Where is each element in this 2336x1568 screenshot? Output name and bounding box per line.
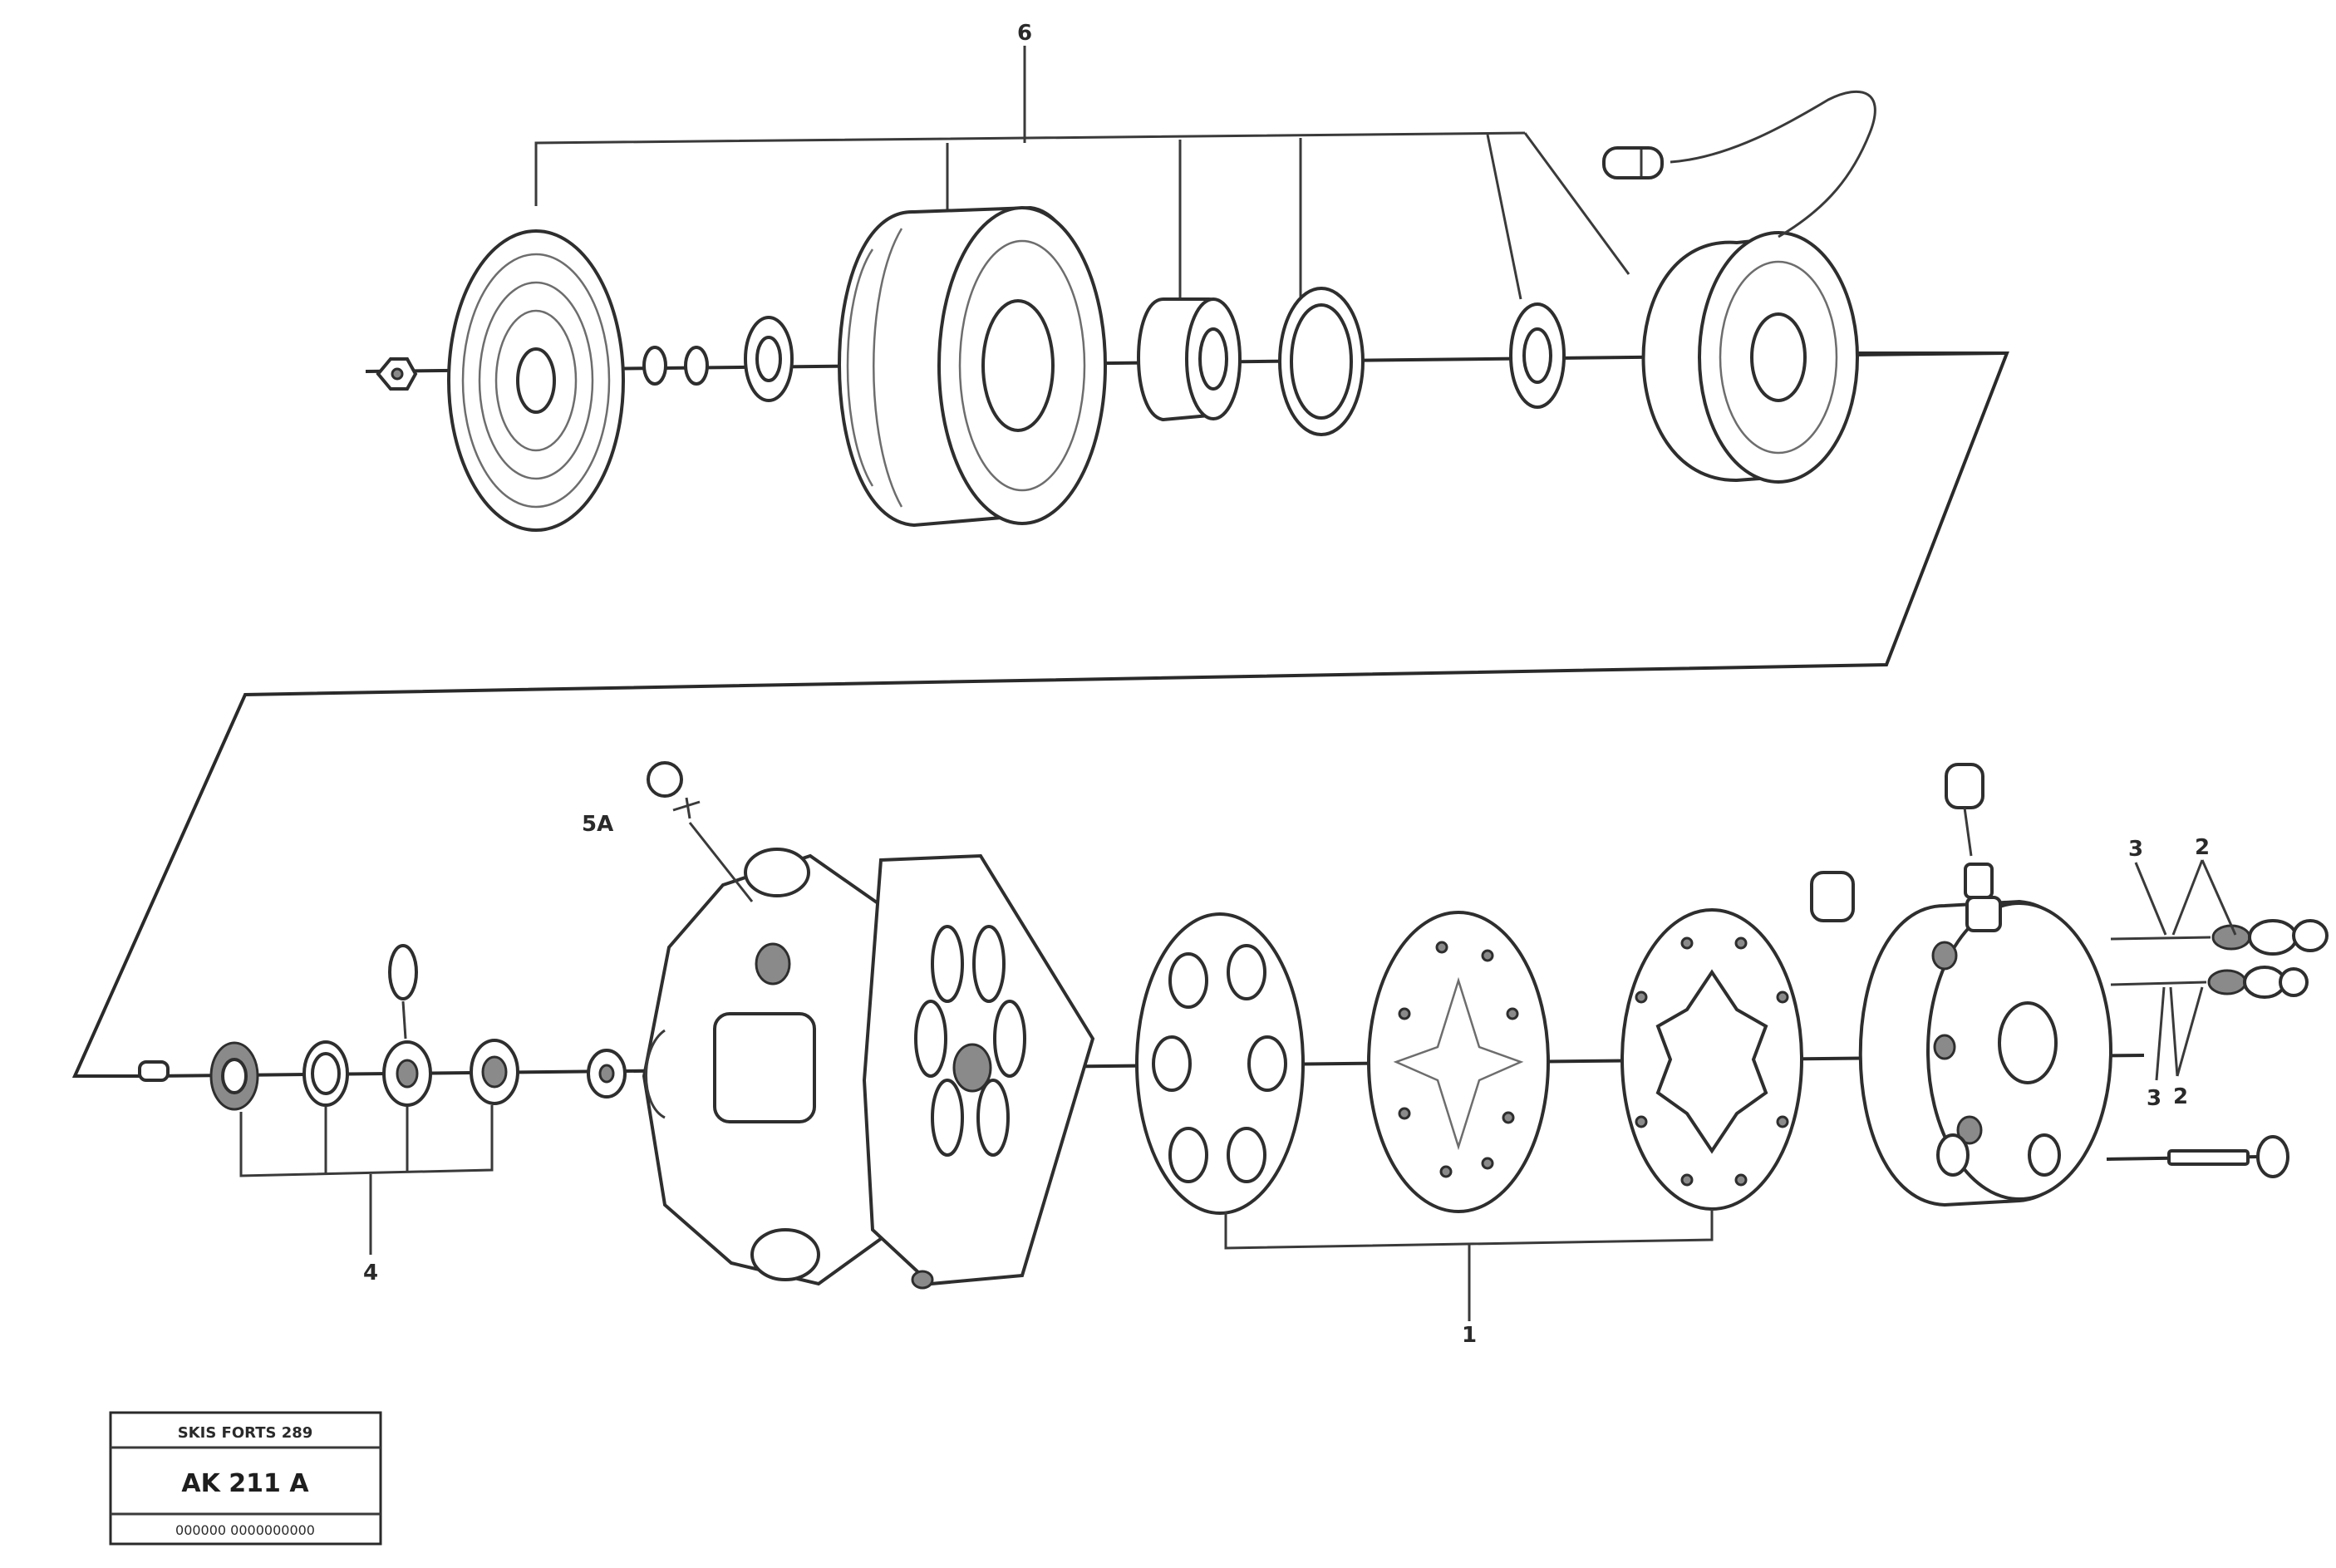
callout-3-top: 3 — [2128, 837, 2143, 862]
stamp-footer: 000000 0000000000 — [175, 1522, 315, 1538]
callout-3-bottom: 3 — [2147, 1086, 2161, 1111]
callout-2-bottom: 2 — [2173, 1084, 2188, 1109]
lock-nut-left — [376, 357, 418, 391]
o-ring-1 — [302, 1040, 349, 1107]
pulley-drum — [838, 205, 1107, 528]
callout-1: 1 — [1462, 1323, 1477, 1348]
front-housing — [642, 848, 1095, 1290]
bearing-sleeve — [1137, 297, 1242, 422]
fitting-5a — [647, 761, 754, 902]
valve-plate-1 — [1135, 912, 1305, 1215]
shaft-key — [138, 1060, 170, 1082]
long-bolt — [2106, 1135, 2289, 1178]
lower-assembly — [138, 761, 2329, 1321]
drawing-stamp: SKIS FORTS 289 AK 211 A 000000 000000000… — [109, 1411, 382, 1546]
callout-6: 6 — [1017, 21, 1032, 46]
service-fitting-left — [1810, 871, 1855, 922]
callout-2-3-leaders — [2134, 859, 2237, 1081]
shaft-nut — [587, 1049, 627, 1099]
magnetic-coil — [1602, 90, 1876, 484]
seal-ring-2 — [382, 944, 432, 1107]
service-fitting-right-top — [2110, 919, 2329, 956]
stamp-header: SKIS FORTS 289 — [178, 1424, 313, 1442]
upper-assembly — [71, 46, 2009, 1078]
service-fitting-right-bottom — [2110, 966, 2309, 999]
snap-ring — [1278, 287, 1365, 436]
callout-4: 4 — [363, 1261, 378, 1285]
assembly-link-line — [71, 351, 2009, 1078]
gasket — [1367, 911, 1550, 1213]
seal-ring-1 — [209, 1041, 259, 1111]
callout-labels: 6 4 1 5A 3 2 3 2 — [363, 21, 2210, 1348]
stamp-drawing-number: AK 211 A — [181, 1469, 309, 1498]
callout-1-leaders — [1224, 1209, 1714, 1321]
pulley-disc — [447, 229, 625, 532]
callout-2-top: 2 — [2195, 835, 2210, 860]
callout-6-leaders — [534, 46, 1630, 316]
front-housing-bolt-holes — [914, 925, 1026, 1157]
callout-5a: 5A — [582, 812, 613, 837]
valve-plate-2 — [1620, 908, 1803, 1211]
seal-ring-3 — [470, 1039, 519, 1105]
service-fitting-top — [1945, 763, 1994, 899]
callout-4-leaders — [239, 1105, 494, 1255]
washer-pair — [642, 346, 709, 386]
bearing-ring-2 — [1509, 302, 1566, 409]
cylinder-head — [1858, 896, 2112, 1207]
bearing-ring-1 — [744, 316, 794, 402]
